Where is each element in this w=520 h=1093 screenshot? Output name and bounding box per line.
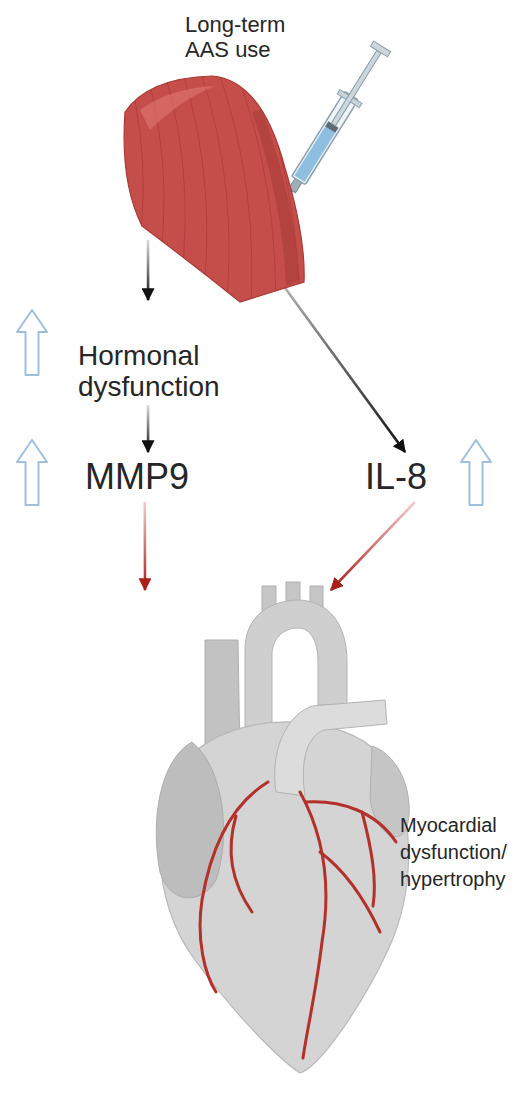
muscle-illustration <box>100 70 322 320</box>
syringe-icon <box>244 40 393 257</box>
node-label: Myocardial dysfunction/ hypertrophy <box>400 812 518 893</box>
flow-arrow <box>250 240 405 452</box>
syringe-needle <box>255 189 293 250</box>
muscle-fibre <box>164 70 185 320</box>
coronary-artery <box>300 792 326 1058</box>
artery-branch <box>262 586 276 616</box>
pulmonary-trunk <box>275 700 387 796</box>
marker-node: IL-8 <box>360 452 450 502</box>
increase-arrow <box>17 440 47 505</box>
muscle-fibre <box>272 70 322 320</box>
muscle-fibre <box>182 70 207 320</box>
flow-arrow <box>144 502 147 590</box>
syringe-thumb <box>371 41 391 57</box>
coronary-artery <box>231 816 252 912</box>
muscle-fibre <box>218 70 252 320</box>
coronary-artery <box>306 802 396 842</box>
increase-arrow <box>17 310 47 375</box>
syringe-hub <box>289 178 302 192</box>
muscle-fibre <box>100 70 123 320</box>
increase-arrow <box>461 440 491 505</box>
muscle-fibre <box>254 70 300 320</box>
node-label: Long-term AAS use <box>120 0 297 62</box>
flow-arrow <box>147 240 150 300</box>
coronary-artery <box>200 782 268 992</box>
flow-arrow <box>147 405 150 452</box>
syringe-plunger <box>331 50 381 126</box>
ventricles <box>160 722 409 1073</box>
muscle-fibre <box>125 70 143 320</box>
aorta <box>245 600 347 770</box>
muscle-body <box>124 76 304 302</box>
vena-cava <box>205 640 240 766</box>
syringe-stopper <box>325 121 338 132</box>
muscle-fibre <box>146 70 164 320</box>
muscle-fibres <box>100 70 322 320</box>
muscle-shade <box>252 110 300 286</box>
node-label: Hormonal dysfunction <box>75 300 283 402</box>
syringe-barrel <box>292 91 359 184</box>
coronary-arteries <box>200 782 396 1058</box>
hormone-node: Hormonal dysfunction <box>75 300 285 405</box>
coronary-artery <box>362 812 374 906</box>
heart-illustration <box>156 582 409 1073</box>
muscle-fibre <box>236 70 276 320</box>
node-label: MMP9 <box>80 452 215 502</box>
artery-branch <box>310 586 323 612</box>
marker-node: MMP9 <box>80 452 215 502</box>
syringe-liquid <box>294 126 335 182</box>
artery-branch <box>286 582 300 608</box>
muscle-highlight <box>140 86 215 130</box>
muscle-fibre <box>200 70 229 320</box>
right-atrium <box>156 742 223 898</box>
muscle-node: Long-term AAS use <box>120 0 320 240</box>
heart-node: Myocardial dysfunction/ hypertrophy <box>130 590 515 1080</box>
node-label: IL-8 <box>360 452 450 502</box>
coronary-artery <box>320 852 380 932</box>
syringe-flange <box>337 90 362 108</box>
flow-arrow <box>331 502 415 590</box>
